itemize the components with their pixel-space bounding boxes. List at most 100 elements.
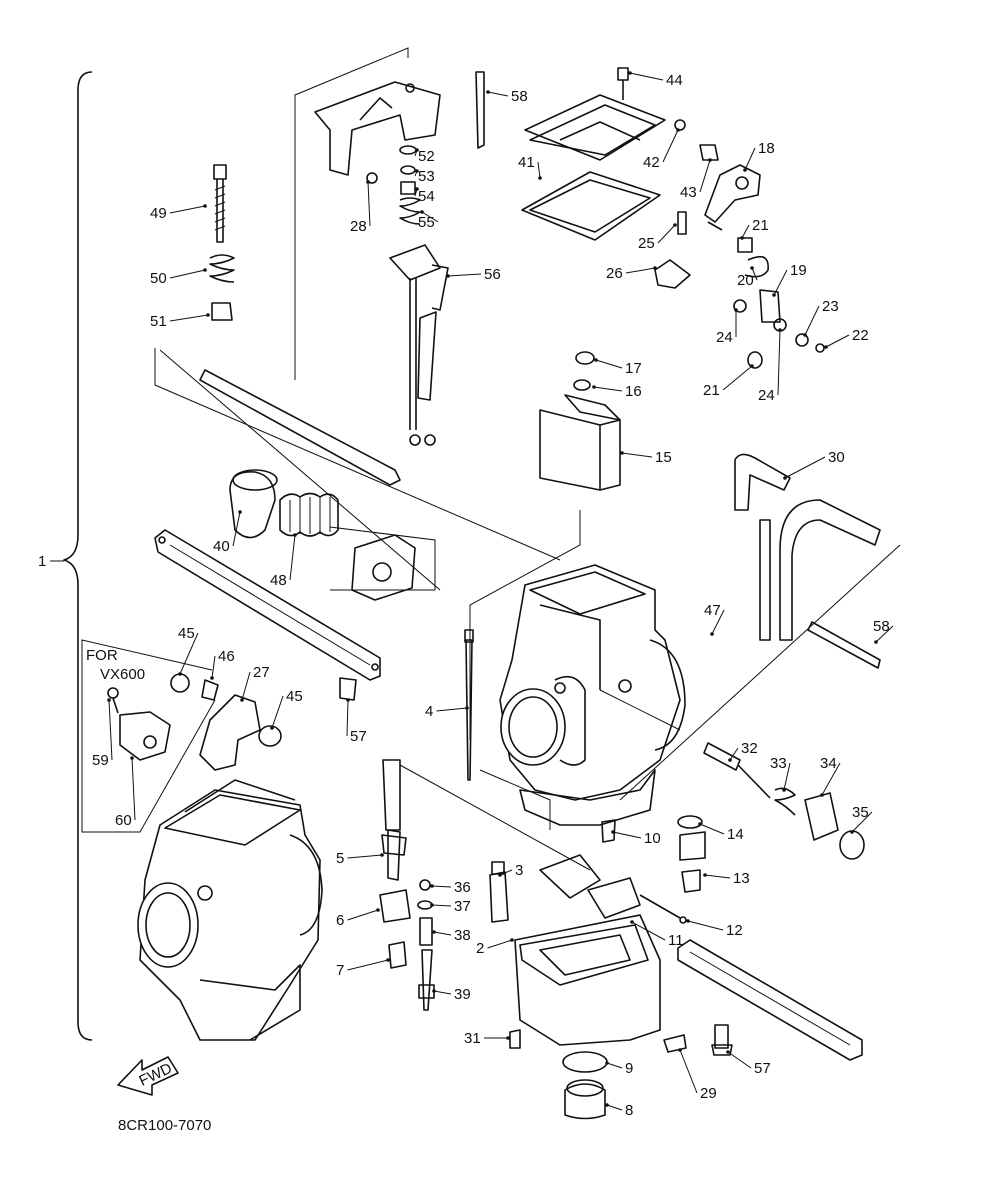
callout-31: 31 [464, 1030, 481, 1047]
callout-pointer-34 [820, 793, 824, 797]
callout-leader-35 [851, 811, 873, 833]
assembly-brace [63, 71, 93, 1041]
callout-leader-49 [169, 205, 206, 214]
callout-14: 14 [727, 826, 744, 843]
callout-pointer-25 [673, 223, 677, 227]
callout-leader-55 [421, 211, 439, 223]
callout-pointer-40 [238, 510, 242, 514]
callout-leader-17 [595, 359, 623, 369]
callout-leader-19 [773, 269, 788, 296]
connecting-plate [154, 529, 381, 681]
switch-with-wire [389, 244, 449, 446]
callout-pointer-50 [203, 268, 207, 272]
callout-55: 55 [418, 214, 435, 231]
callout-21: 21 [752, 217, 769, 234]
callout-leader-21 [722, 365, 753, 391]
callout-13: 13 [733, 870, 750, 887]
callout-pointer-29 [678, 1048, 682, 1052]
callout-pointer-57 [346, 698, 350, 702]
callout-22: 22 [852, 327, 869, 344]
callout-leader-56 [447, 273, 482, 277]
callout-leader-8 [606, 1104, 623, 1111]
callout-pointer-6 [376, 908, 380, 912]
callout-leader-22 [825, 334, 850, 348]
callout-pointer-24 [778, 328, 782, 332]
vx600-inset: FOR VX600 [81, 639, 216, 833]
callout-pointer-53 [415, 169, 419, 173]
callout-30: 30 [828, 449, 845, 466]
callout-leader-42 [662, 129, 679, 163]
callout-leader-59 [108, 699, 113, 761]
callout-3: 3 [515, 862, 523, 879]
callout-leader-44 [629, 72, 664, 81]
callout-pointer-14 [698, 822, 702, 826]
callout-pointer-30 [783, 476, 787, 480]
callout-34: 34 [820, 755, 837, 772]
callout-leader-58 [487, 91, 509, 97]
callout-pointer-3 [498, 873, 502, 877]
callout-44: 44 [666, 72, 683, 89]
callout-18: 18 [758, 140, 775, 157]
callout-leader-27 [241, 671, 251, 701]
callout-49: 49 [150, 205, 167, 222]
callout-6: 6 [336, 912, 344, 929]
callout-pointer-23 [803, 333, 807, 337]
callout-pointer-56 [446, 274, 450, 278]
callout-11: 11 [668, 932, 684, 949]
callout-pointer-18 [743, 168, 747, 172]
callout-27: 27 [253, 664, 270, 681]
callout-leader-13 [704, 874, 731, 879]
callout-leader-9 [606, 1062, 623, 1069]
callout-45: 45 [178, 625, 195, 642]
callout-leader-40 [232, 511, 241, 547]
callout-pointer-35 [850, 830, 854, 834]
left-carburetor [137, 779, 323, 1041]
callout-9: 9 [625, 1060, 633, 1077]
callout-leader-18 [744, 147, 756, 171]
callout-leader-34 [821, 762, 841, 796]
strap-ties [475, 71, 881, 669]
callout-57: 57 [350, 728, 367, 745]
callout-leader-26 [625, 267, 656, 274]
callout-pointer-15 [620, 451, 624, 455]
callout-10: 10 [644, 830, 661, 847]
catalog-code: 8CR100-7070 [118, 1117, 211, 1134]
callout-pointer-57 [726, 1050, 730, 1054]
callout-leader-30 [784, 456, 826, 479]
diaphragm-group [229, 469, 436, 601]
callout-leader-21 [741, 224, 750, 239]
callout-pointer-8 [605, 1103, 609, 1107]
callout-pointer-9 [605, 1061, 609, 1065]
callout-pointer-19 [772, 293, 776, 297]
callout-56: 56 [484, 266, 501, 283]
callout-24: 24 [758, 387, 775, 404]
callout-58: 58 [873, 618, 890, 635]
callout-leader-48 [289, 534, 296, 581]
needle [464, 629, 474, 781]
callout-39: 39 [454, 986, 471, 1003]
callout-pointer-58 [874, 640, 878, 644]
callout-pointer-37 [430, 903, 434, 907]
callout-pointer-24 [734, 308, 738, 312]
callout-47: 47 [704, 602, 721, 619]
throttle-lever-parts [654, 119, 825, 369]
callout-pointer-60 [130, 756, 134, 760]
callout-19: 19 [790, 262, 807, 279]
callout-pointer-17 [594, 358, 598, 362]
callout-pointer-51 [206, 313, 210, 317]
callout-leader-6 [347, 909, 379, 921]
callout-pointer-13 [703, 873, 707, 877]
callout-pointer-11 [630, 920, 634, 924]
callout-pointer-21 [740, 236, 744, 240]
callout-42: 42 [643, 154, 660, 171]
callout-pointer-27 [240, 698, 244, 702]
callout-leader-57 [727, 1051, 752, 1069]
callout-pointer-49 [203, 204, 207, 208]
callout-leader-5 [347, 854, 383, 859]
callout-pointer-5 [380, 853, 384, 857]
callout-leader-32 [729, 747, 739, 761]
callout-leader-24 [777, 329, 781, 396]
callout-leader-7 [347, 959, 389, 971]
callout-4: 4 [425, 703, 433, 720]
